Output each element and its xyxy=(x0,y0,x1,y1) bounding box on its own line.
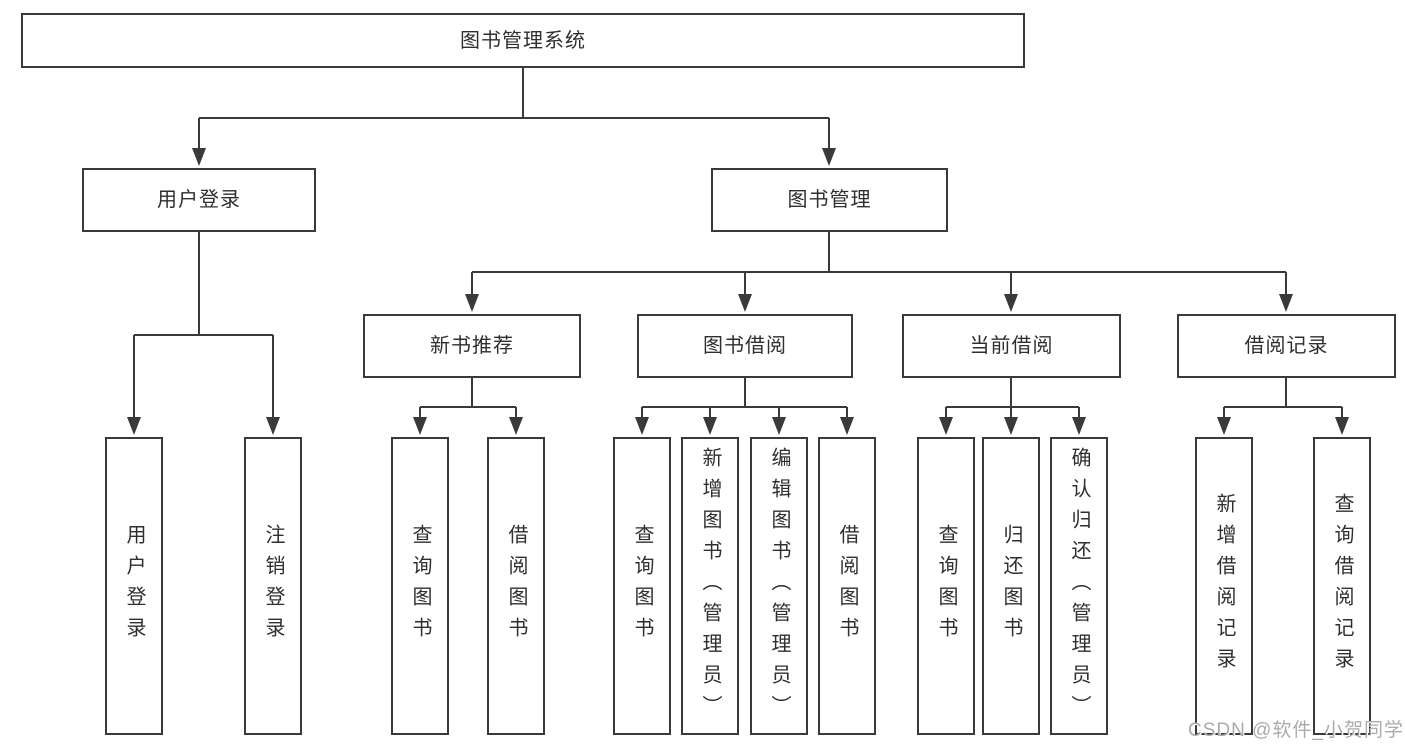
leaf-query-borrow-record: 查询借阅记录 xyxy=(1313,437,1371,735)
leaf-query-books: 查询图书 xyxy=(391,437,449,735)
node-new-book-recommend: 新书推荐 xyxy=(363,314,581,378)
node-label: 借阅图书 xyxy=(505,524,527,648)
node-label: 图书借阅 xyxy=(703,335,787,357)
node-label: 新增图书（管理员） xyxy=(699,446,721,726)
node-label: 查询图书 xyxy=(409,524,431,648)
node-label: 用户登录 xyxy=(123,524,145,648)
arrowheads xyxy=(127,148,1349,435)
node-current-borrowing: 当前借阅 xyxy=(902,314,1121,378)
node-label: 当前借阅 xyxy=(969,335,1054,357)
leaf-edit-books-admin: 编辑图书（管理员） xyxy=(750,437,808,735)
node-label: 新增借阅记录 xyxy=(1213,493,1235,679)
leaf-add-books-admin: 新增图书（管理员） xyxy=(681,437,739,735)
node-library-management-system: 图书管理系统 xyxy=(21,13,1025,68)
node-label: 借阅记录 xyxy=(1244,335,1329,357)
node-label: 查询图书 xyxy=(935,524,957,648)
leaf-query-books: 查询图书 xyxy=(917,437,975,735)
leaf-add-borrow-record: 新增借阅记录 xyxy=(1195,437,1253,735)
leaf-query-books: 查询图书 xyxy=(613,437,671,735)
node-label: 注销登录 xyxy=(262,524,284,648)
leaf-confirm-return-admin: 确认归还（管理员） xyxy=(1050,437,1108,735)
node-label: 新书推荐 xyxy=(430,335,514,357)
node-label: 借阅图书 xyxy=(836,524,858,648)
node-book-borrowing: 图书借阅 xyxy=(637,314,853,378)
node-label: 编辑图书（管理员） xyxy=(768,446,790,726)
node-label: 归还图书 xyxy=(1000,524,1022,648)
leaf-user-login: 用户登录 xyxy=(105,437,163,735)
leaf-borrow-books: 借阅图书 xyxy=(487,437,545,735)
node-label: 用户登录 xyxy=(157,189,241,211)
node-label: 查询借阅记录 xyxy=(1331,493,1353,679)
node-user-login: 用户登录 xyxy=(82,168,316,232)
node-label: 确认归还（管理员） xyxy=(1068,446,1090,726)
leaf-logout: 注销登录 xyxy=(244,437,302,735)
node-label: 查询图书 xyxy=(631,524,653,648)
csdn-watermark: CSDN @软件_小贺同学 xyxy=(1188,720,1404,741)
node-label: 图书管理系统 xyxy=(460,29,586,52)
node-label: 图书管理 xyxy=(787,189,872,211)
leaf-return-books: 归还图书 xyxy=(982,437,1040,735)
node-borrowing-records: 借阅记录 xyxy=(1177,314,1396,378)
node-book-management: 图书管理 xyxy=(711,168,948,232)
leaf-borrow-books: 借阅图书 xyxy=(818,437,876,735)
